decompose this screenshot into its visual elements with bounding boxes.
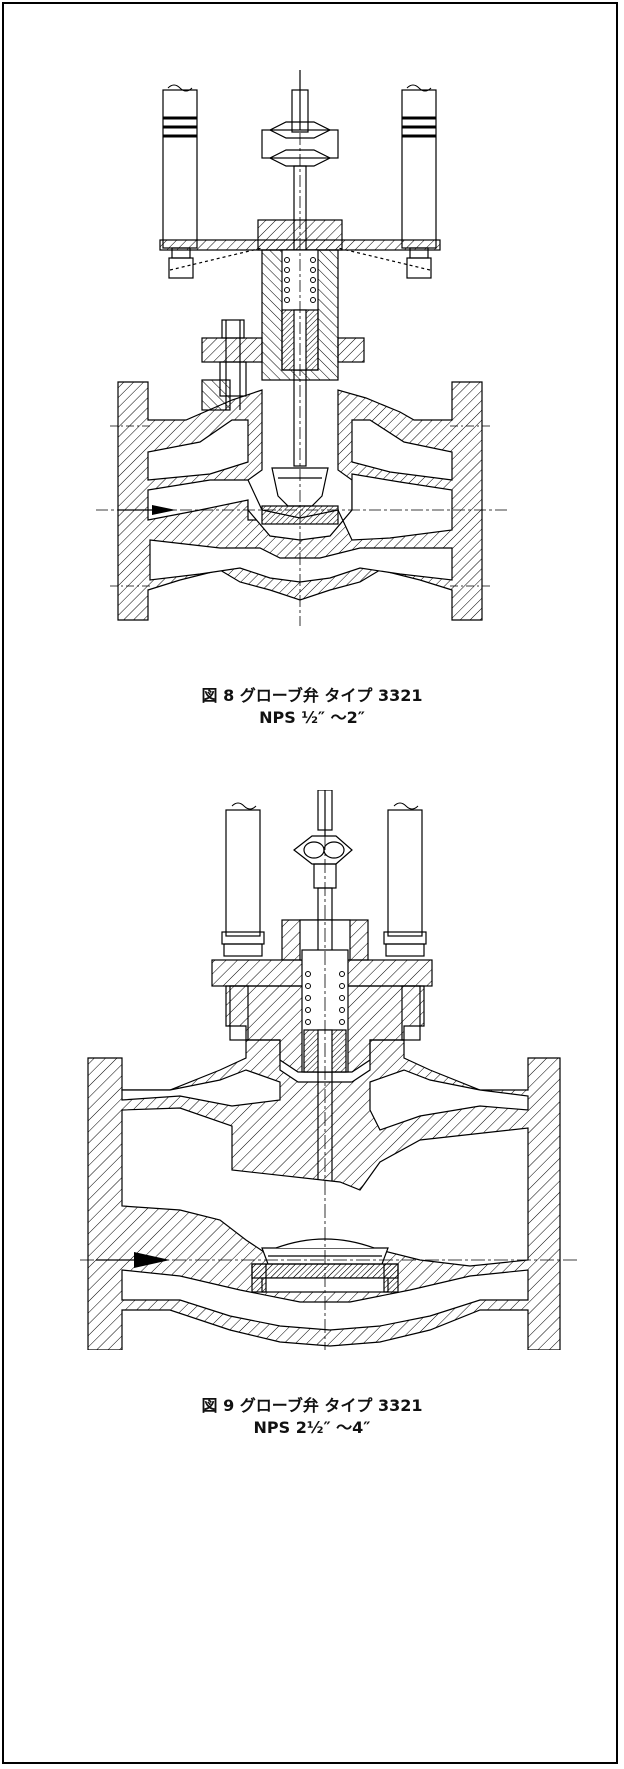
- figure-8-title: 図 8 グローブ弁 タイプ 3321: [201, 686, 423, 705]
- right-column: [401, 84, 437, 279]
- figure-9-caption: 図 9 グローブ弁 タイプ 3321 NPS 2½″ ～4″: [0, 1395, 624, 1439]
- figure-9-size-range: NPS 2½″ ～4″: [253, 1418, 371, 1437]
- figure-9-drawing: [0, 790, 624, 1350]
- left-column: [162, 84, 198, 279]
- flow-arrow: [152, 505, 176, 515]
- figure-8-caption: 図 8 グローブ弁 タイプ 3321 NPS ½″ ～2″: [0, 685, 624, 729]
- figure-8-size-range: NPS ½″ ～2″: [259, 708, 365, 727]
- flow-arrow: [134, 1252, 170, 1268]
- figure-8-drawing: [0, 70, 624, 630]
- figure-9-title: 図 9 グローブ弁 タイプ 3321: [201, 1396, 423, 1415]
